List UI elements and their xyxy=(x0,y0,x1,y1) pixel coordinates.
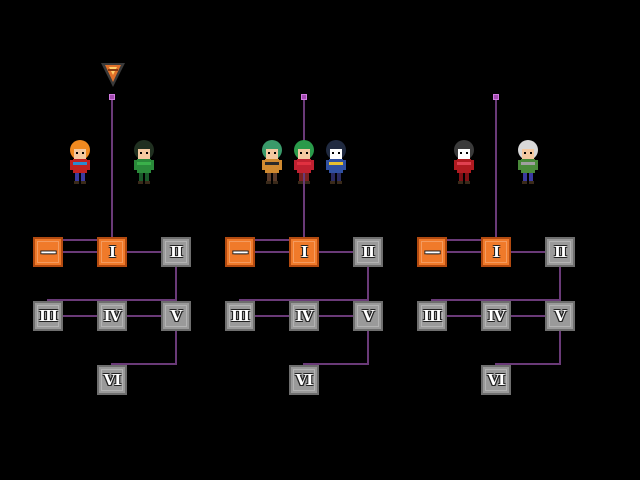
skill-node-1[interactable]: I xyxy=(289,237,319,267)
skill-node-6[interactable]: VI xyxy=(289,365,319,395)
skill-node-label: 一 xyxy=(229,241,251,263)
tree-link-wrap1 xyxy=(239,267,369,301)
jester-sprite[interactable] xyxy=(320,138,352,186)
skill-node-4[interactable]: IV xyxy=(481,301,511,331)
skill-node-2[interactable]: II xyxy=(545,237,575,267)
skill-node-label: I xyxy=(293,241,315,263)
green-hair-girl-sprite[interactable] xyxy=(256,138,288,186)
tree-hub-marker xyxy=(301,94,307,100)
skill-node-0[interactable]: 一 xyxy=(417,237,447,267)
silver-hair-elder-sprite[interactable] xyxy=(512,138,544,186)
green-armor-knight-sprite[interactable] xyxy=(128,138,160,186)
skill-node-label: III xyxy=(229,305,251,327)
skill-node-0[interactable]: 一 xyxy=(225,237,255,267)
skill-node-label: I xyxy=(101,241,123,263)
skill-node-label: I xyxy=(485,241,507,263)
skill-node-label: II xyxy=(357,241,379,263)
skill-node-5[interactable]: V xyxy=(353,301,383,331)
tree-link-wrap2 xyxy=(495,331,561,365)
skill-node-label: VI xyxy=(101,369,123,391)
skill-node-3[interactable]: III xyxy=(417,301,447,331)
skill-node-label: IV xyxy=(485,305,507,327)
skill-node-label: II xyxy=(549,241,571,263)
skill-node-label: V xyxy=(357,305,379,327)
skill-node-4[interactable]: IV xyxy=(97,301,127,331)
skill-node-5[interactable]: V xyxy=(545,301,575,331)
skill-node-1[interactable]: I xyxy=(97,237,127,267)
skill-node-label: III xyxy=(37,305,59,327)
down-arrow-cursor-icon xyxy=(101,63,125,87)
tree-hub-marker xyxy=(109,94,115,100)
tree-link-wrap1 xyxy=(47,267,177,301)
skill-node-5[interactable]: V xyxy=(161,301,191,331)
tree-link-wrap1 xyxy=(431,267,561,301)
skill-node-3[interactable]: III xyxy=(33,301,63,331)
skill-node-1[interactable]: I xyxy=(481,237,511,267)
skill-node-label: III xyxy=(421,305,443,327)
skill-node-label: II xyxy=(165,241,187,263)
skill-node-label: VI xyxy=(293,369,315,391)
hero-orange-hair-sprite[interactable] xyxy=(64,138,96,186)
skill-node-label: V xyxy=(549,305,571,327)
skill-node-label: 一 xyxy=(421,241,443,263)
skill-node-0[interactable]: 一 xyxy=(33,237,63,267)
skill-node-2[interactable]: II xyxy=(161,237,191,267)
skill-node-6[interactable]: VI xyxy=(481,365,511,395)
skill-node-label: VI xyxy=(485,369,507,391)
tree-link-wrap2 xyxy=(111,331,177,365)
red-hood-girl-sprite[interactable] xyxy=(288,138,320,186)
skill-node-label: IV xyxy=(101,305,123,327)
skill-node-label: V xyxy=(165,305,187,327)
bunny-ear-girl-sprite[interactable] xyxy=(448,138,480,186)
skill-node-label: 一 xyxy=(37,241,59,263)
skill-node-6[interactable]: VI xyxy=(97,365,127,395)
skill-node-2[interactable]: II xyxy=(353,237,383,267)
skill-node-4[interactable]: IV xyxy=(289,301,319,331)
skill-node-label: IV xyxy=(293,305,315,327)
tree-hub-marker xyxy=(493,94,499,100)
tree-link-wrap2 xyxy=(303,331,369,365)
skill-node-3[interactable]: III xyxy=(225,301,255,331)
